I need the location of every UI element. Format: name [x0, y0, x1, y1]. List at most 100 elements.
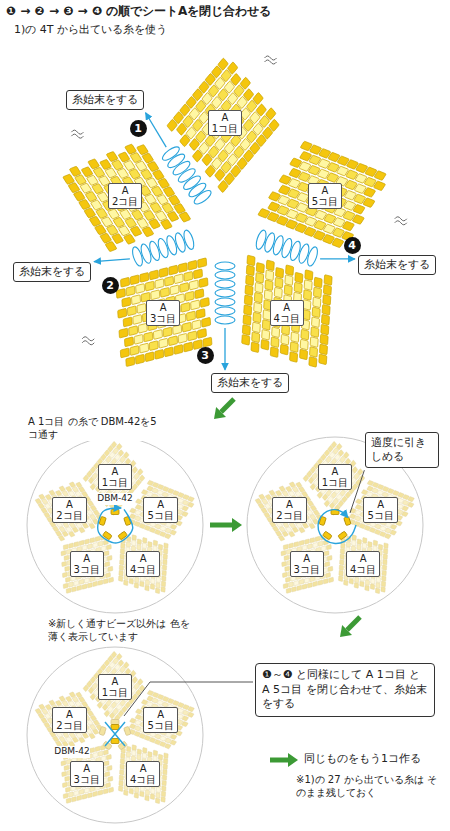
bead: [159, 268, 168, 278]
bead: [150, 794, 154, 800]
bead: [49, 490, 56, 496]
node-text: A 3コ目: [150, 302, 176, 324]
bead: [203, 337, 212, 347]
bead: [290, 342, 298, 353]
illustration-part: [210, 523, 232, 528]
sheet-tag: A 3コ目: [146, 300, 180, 326]
sheet-tag: A 1コ目: [98, 674, 132, 700]
bead: [123, 452, 129, 459]
bead: [314, 277, 322, 288]
bead: [84, 788, 89, 793]
bead: [289, 543, 294, 548]
bead: [120, 764, 124, 770]
bead: [318, 541, 323, 546]
bead: [246, 275, 254, 286]
bead: [178, 263, 187, 273]
bead: [150, 584, 154, 590]
bead: [112, 160, 124, 170]
bead: [90, 538, 95, 543]
node-text: A 5コ目: [147, 709, 173, 731]
bead: [198, 258, 207, 268]
bead: [74, 542, 79, 547]
bead: [344, 580, 348, 586]
bead: [111, 725, 119, 730]
bead: [309, 523, 316, 529]
bead: [286, 265, 294, 276]
bead: [86, 519, 93, 525]
bead: [163, 764, 167, 770]
bead: [355, 577, 359, 583]
bead: [382, 570, 386, 576]
bead: [89, 724, 96, 730]
illustration-part: [215, 262, 235, 270]
bead: [130, 346, 139, 356]
bead: [300, 349, 308, 360]
bead: [72, 696, 79, 702]
bead: [111, 651, 117, 658]
bead: [162, 570, 166, 576]
bead: [303, 300, 311, 311]
bead: [125, 144, 137, 154]
bead: [118, 152, 130, 162]
bead: [126, 542, 130, 548]
bead: [69, 482, 76, 488]
illustration-part: [34, 480, 106, 541]
illustration-part: [71, 134, 83, 138]
bead: [52, 736, 59, 742]
bead: [279, 526, 286, 532]
bead: [126, 286, 135, 296]
bead: [227, 62, 238, 75]
bead: [328, 566, 333, 571]
sheet-tag: A 2コ目: [108, 183, 142, 209]
bead: [280, 344, 288, 355]
instruction-box: 糸始末をする: [66, 90, 144, 110]
illustration-part: [306, 246, 320, 267]
bead: [130, 226, 142, 236]
bead: [87, 544, 92, 549]
bead: [103, 750, 108, 755]
bead: [105, 241, 117, 251]
bead: [42, 499, 49, 505]
bead: [120, 559, 124, 565]
bead: [63, 174, 75, 184]
bead: [71, 797, 76, 802]
bead: [151, 290, 160, 300]
bead: [168, 336, 177, 346]
bead: [68, 531, 75, 537]
bead: [313, 542, 318, 547]
bead: [118, 450, 124, 457]
bead: [288, 531, 295, 537]
bead: [305, 270, 313, 281]
bead: [65, 486, 72, 492]
illustration-part: [215, 298, 235, 306]
bead: [145, 585, 149, 591]
bead: [139, 475, 145, 482]
bead: [117, 168, 129, 178]
bead: [313, 510, 320, 516]
bead: [49, 700, 56, 706]
note-text: DBM-42: [54, 746, 90, 758]
bead: [35, 498, 42, 504]
bead: [294, 282, 302, 293]
bead: [92, 729, 99, 735]
bead: [59, 526, 66, 532]
illustration-part: [146, 113, 167, 147]
bead: [383, 548, 387, 554]
bead: [282, 572, 287, 577]
bead: [75, 491, 82, 497]
bead: [170, 524, 177, 529]
bead: [158, 178, 170, 188]
illustration-part: [265, 56, 277, 60]
bead: [274, 287, 282, 298]
illustration-part: [395, 221, 407, 225]
bead: [164, 753, 168, 759]
illustration-part: [214, 407, 226, 419]
illustration-part: [270, 758, 288, 763]
bead: [98, 751, 103, 756]
bead: [135, 161, 147, 171]
bead: [184, 271, 193, 281]
bead: [353, 204, 365, 214]
bead: [108, 776, 113, 781]
sheet-tag: A 5コ目: [143, 497, 177, 523]
bead: [129, 788, 133, 794]
